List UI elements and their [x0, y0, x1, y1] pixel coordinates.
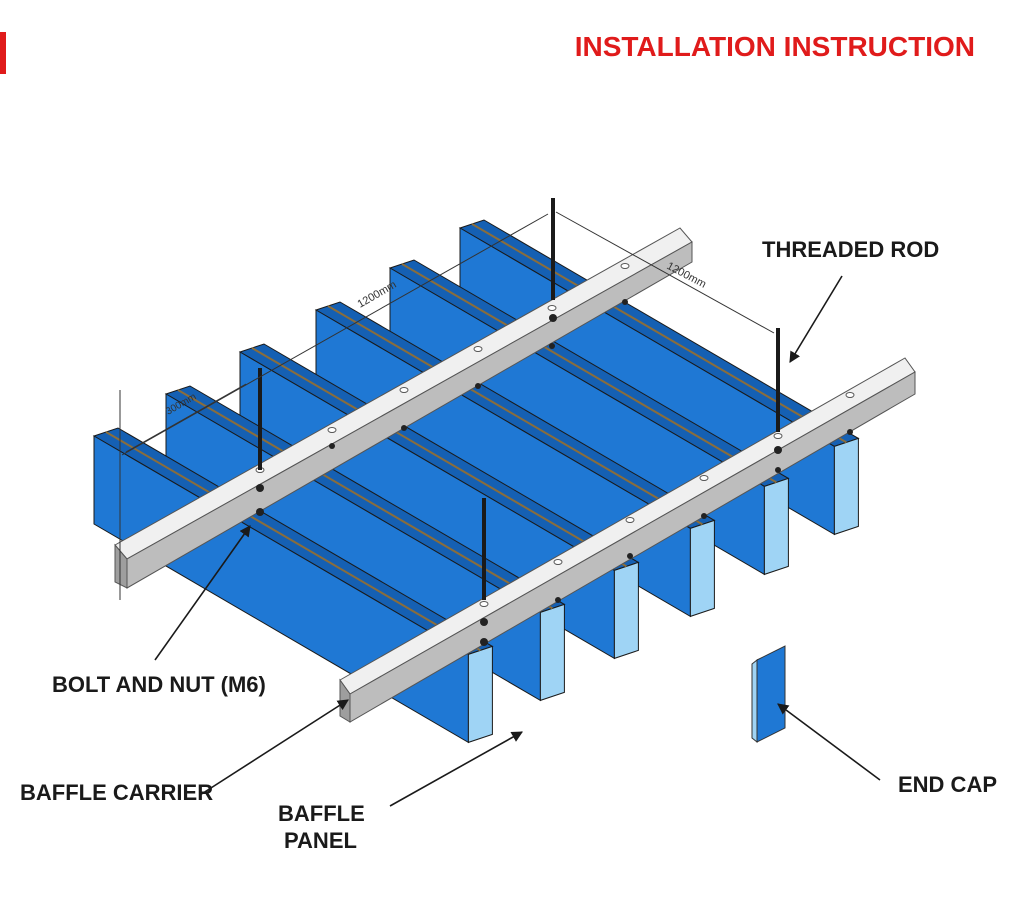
label-baffle-carrier: BAFFLE CARRIER [20, 780, 213, 805]
page-title: INSTALLATION INSTRUCTION [575, 31, 975, 62]
leader-baffle-carrier [199, 699, 349, 796]
label-end-cap: END CAP [898, 772, 997, 797]
label-bolt-and-nut: BOLT AND NUT (M6) [52, 672, 266, 697]
carrier-assembly [114, 198, 916, 723]
end-cap [751, 645, 786, 744]
label-baffle-panel-line2: PANEL [284, 828, 357, 853]
threaded-rods [258, 198, 780, 600]
leader-bolt-and-nut [154, 525, 251, 661]
dimension-lines [119, 211, 775, 600]
leader-lines [154, 275, 881, 807]
bolts-and-nuts [256, 299, 853, 646]
leader-baffle-panel [389, 731, 523, 807]
baffle-carrier-front [339, 357, 916, 723]
baffle-carrier-back [114, 227, 693, 589]
page-edge-mark [0, 32, 6, 74]
leader-end-cap [777, 703, 881, 781]
leader-threaded-rod [789, 275, 843, 363]
label-baffle-panel-line1: BAFFLE [278, 801, 365, 826]
label-threaded-rod: THREADED ROD [762, 237, 939, 262]
